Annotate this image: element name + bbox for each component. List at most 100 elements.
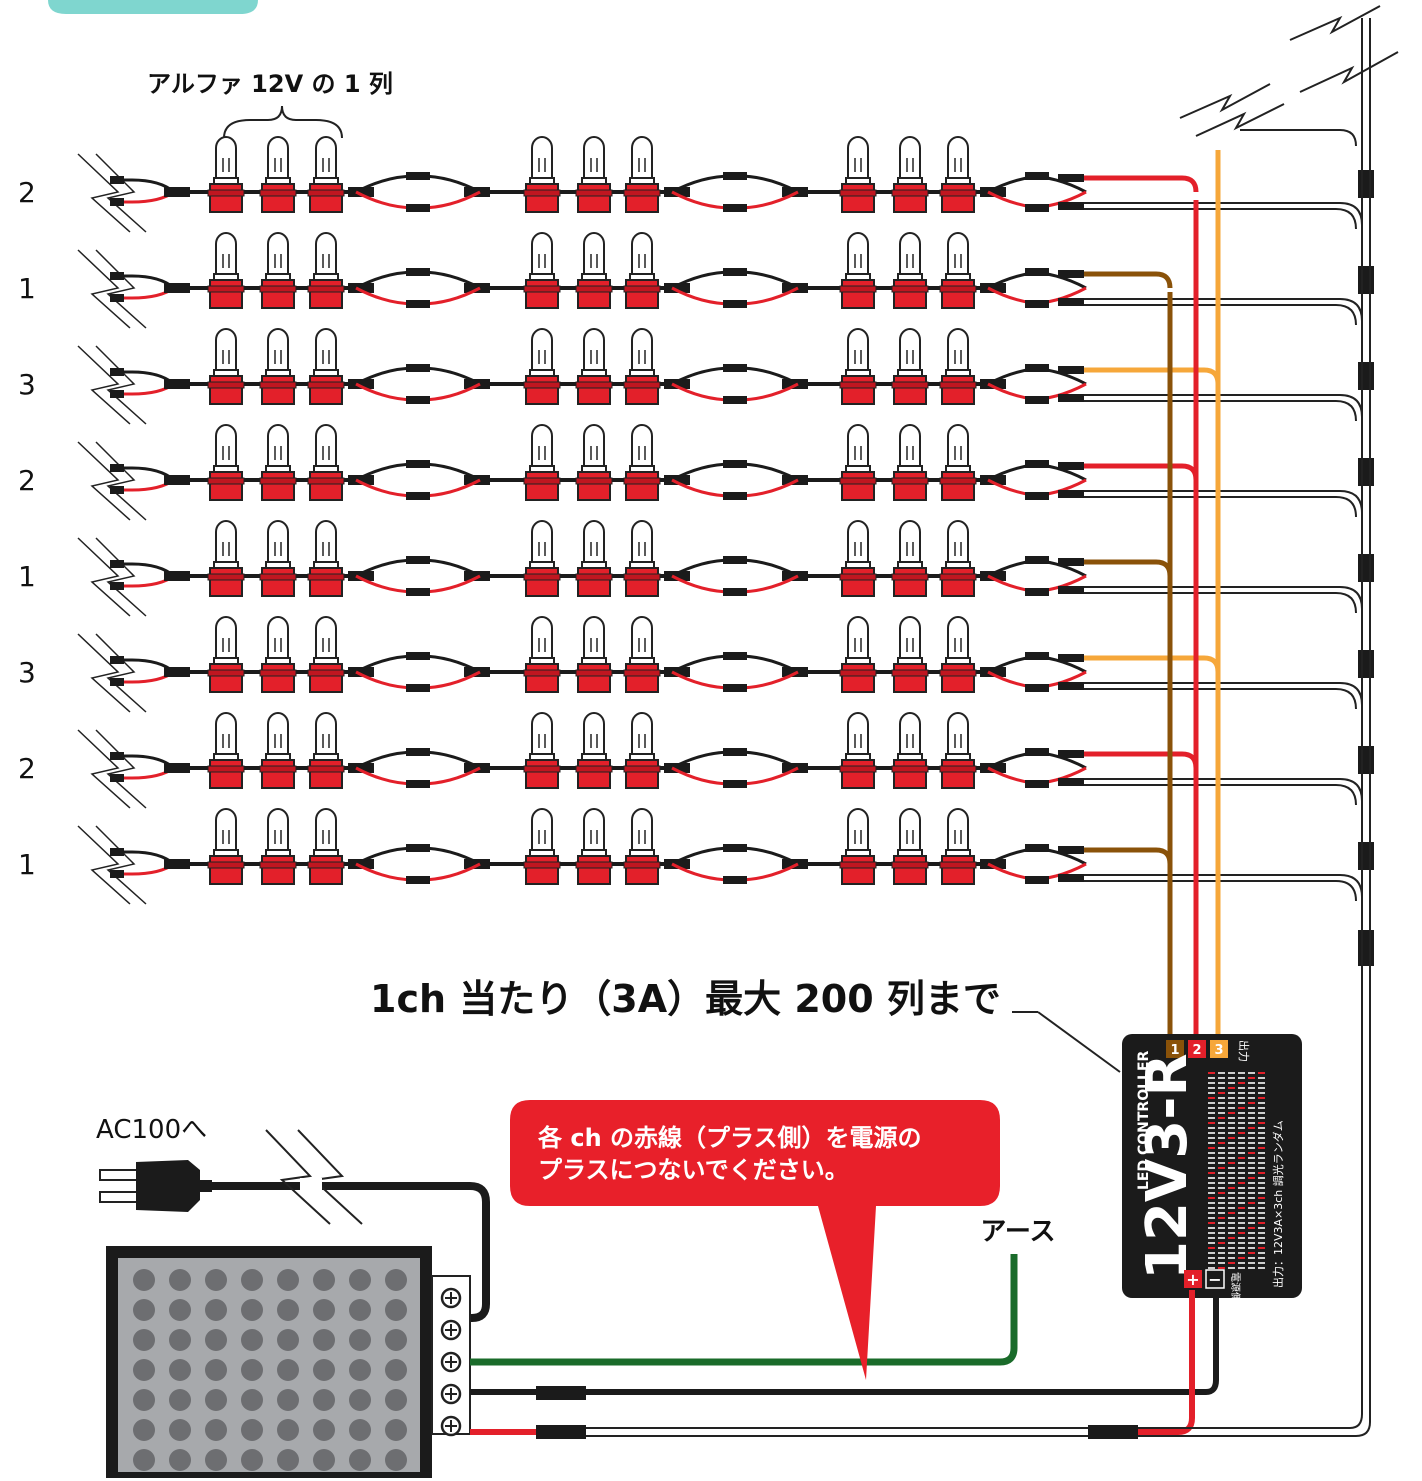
out-ch3-num: 3 (1214, 1043, 1223, 1058)
led-bulb (523, 136, 561, 213)
led-bulb (623, 232, 661, 309)
led-bulb (939, 328, 977, 405)
led-bulb (523, 712, 561, 789)
break-marks-top (1179, 5, 1399, 137)
break-mark (77, 345, 131, 425)
led-bulb (939, 424, 977, 501)
led-bulb (575, 424, 613, 501)
break-mark (95, 633, 147, 713)
led-bulb (307, 808, 345, 885)
row-channel-label: 2 (18, 176, 36, 209)
out-ch1-badge (1166, 1040, 1184, 1058)
callout-line2: プラスにつないでください。 (538, 1156, 849, 1184)
out-ch3-badge (1210, 1040, 1228, 1058)
led-bulb (575, 712, 613, 789)
row-channel-label: 1 (18, 560, 36, 593)
minus-terminal (1205, 1269, 1225, 1289)
plus-terminal-label: + (1186, 1270, 1199, 1289)
led-bulb (623, 136, 661, 213)
capacity-pointer-2 (1037, 1011, 1121, 1073)
led-bulb (207, 328, 245, 405)
led-bulb (575, 328, 613, 405)
channel-wire (1084, 463, 1199, 481)
led-bulb (939, 232, 977, 309)
earth-label: アース (980, 1217, 1055, 1247)
led-bulb (307, 616, 345, 693)
callout-bubble: 各 ch の赤線（プラス側）を電源の プラスにつないでください。 (510, 1100, 1000, 1380)
output-label: 出力 (1237, 1040, 1251, 1062)
controller-pattern (1208, 1072, 1265, 1269)
break-mark (77, 537, 131, 617)
led-bulb (207, 424, 245, 501)
break-mark (95, 441, 147, 521)
capacity-note: 1ch 当たり（3A）最大 200 列まで (370, 977, 1001, 1021)
led-bulb (623, 424, 661, 501)
ac-plug: AC100へ (96, 1115, 490, 1322)
led-bulb (839, 136, 877, 213)
led-bulb (891, 712, 929, 789)
led-bulb (939, 808, 977, 885)
led-bulb (891, 808, 929, 885)
break-mark (77, 249, 131, 329)
led-bulb (523, 616, 561, 693)
led-bulb (259, 136, 297, 213)
row-channel-label: 1 (18, 272, 36, 305)
channel-wire (1084, 751, 1199, 769)
power-supply (106, 1246, 471, 1478)
break-mark (95, 153, 147, 233)
out-ch2-badge (1188, 1040, 1206, 1058)
ac-label: AC100へ (96, 1115, 207, 1145)
led-bulb (839, 712, 877, 789)
led-bulb (207, 520, 245, 597)
led-bulb (839, 808, 877, 885)
input-label: 電源側入力 (1229, 1272, 1242, 1322)
led-bulb (307, 712, 345, 789)
break-mark (77, 153, 131, 233)
led-bulb (891, 232, 929, 309)
led-bulb (523, 328, 561, 405)
led-bulb (259, 616, 297, 693)
led-bulb (259, 424, 297, 501)
led-row: 1 (18, 232, 1374, 329)
led-bulb (623, 328, 661, 405)
out-ch2-num: 2 (1192, 1043, 1201, 1058)
led-bulb (307, 520, 345, 597)
led-bulb (523, 520, 561, 597)
row-channel-label: 1 (18, 848, 36, 881)
led-bulb (939, 520, 977, 597)
return-white-wire (586, 1427, 1088, 1437)
led-bulb (207, 232, 245, 309)
break-mark (77, 633, 131, 713)
callout-line1: 各 ch の赤線（プラス側）を電源の (537, 1124, 922, 1152)
led-bulb (523, 424, 561, 501)
trunk-wires (1167, 129, 1374, 1040)
led-bulb (259, 712, 297, 789)
break-mark (95, 729, 147, 809)
led-bulb (307, 232, 345, 309)
long-white-trunk (1138, 18, 1371, 1437)
led-bulb (623, 616, 661, 693)
controller-spec: 出力：12V3A×3ch 調光ランダム (1271, 1120, 1285, 1288)
led-bulb (575, 136, 613, 213)
led-bulb (839, 424, 877, 501)
break-mark (77, 729, 131, 809)
channel-wire (1084, 175, 1199, 193)
row-channel-label: 3 (18, 368, 36, 401)
break-mark (95, 825, 147, 905)
led-row: 2 (18, 712, 1374, 809)
row-channel-label: 2 (18, 464, 36, 497)
led-bulb (259, 232, 297, 309)
minus-terminal-label: − (1208, 1270, 1221, 1289)
led-row: 2 (18, 136, 1374, 233)
channel-wire (1084, 271, 1173, 289)
led-bulb (839, 616, 877, 693)
row-channel-label: 3 (18, 656, 36, 689)
led-bulb (575, 616, 613, 693)
led-controller: 1 2 3 出力 LED CONTROLLER 12V3-R 出力：12V3A×… (1122, 1034, 1302, 1322)
plus-terminal (1184, 1270, 1202, 1288)
led-bulb (523, 808, 561, 885)
led-bulb (523, 232, 561, 309)
led-row: 1 (18, 808, 1374, 905)
controller-model: 12V3-R (1135, 1053, 1200, 1280)
